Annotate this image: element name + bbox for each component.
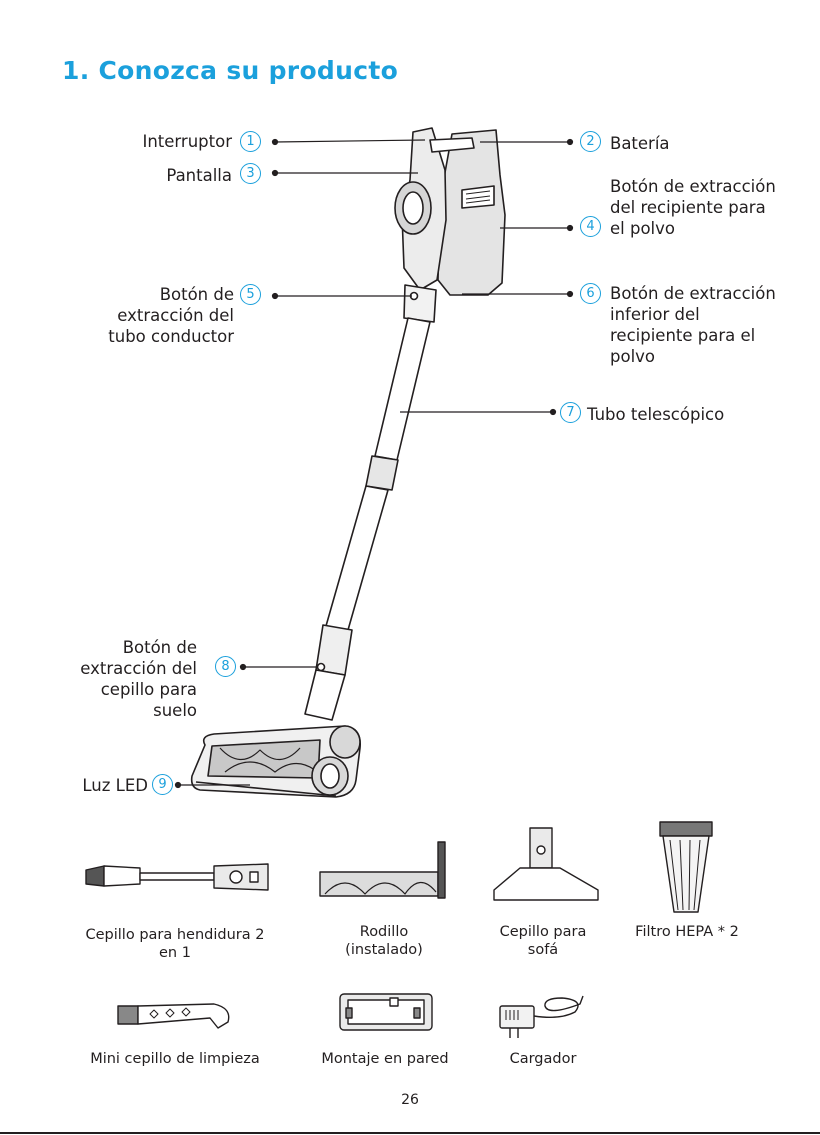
roller-image <box>319 841 446 899</box>
part-label-6: Botón de extracción inferior del recipie… <box>610 284 776 366</box>
part-label-4: Botón de extracción del recipiente para … <box>610 177 776 238</box>
accessory-label-hepa-filter: Filtro HEPA * 2 <box>635 924 739 940</box>
hepa-filter-image <box>659 821 713 913</box>
wall-mount-image <box>339 993 433 1031</box>
part-number-1: 1 <box>240 131 261 152</box>
sofa-brush-image <box>493 827 599 901</box>
section-title: 1. Conozca su producto <box>62 56 399 85</box>
part-label-2: Batería <box>610 134 670 153</box>
part-number-6: 6 <box>580 283 601 304</box>
crevice-tool-image <box>85 863 269 891</box>
part-number-7: 7 <box>560 402 581 423</box>
accessory-label-roller: Rodillo (instalado) <box>345 924 423 958</box>
accessory-label-crevice-brush: Cepillo para hendidura 2 en 1 <box>85 927 265 961</box>
part-label-8: Botón de extracción del cepillo para sue… <box>80 638 197 720</box>
accessory-label-sofa-brush: Cepillo para sofá <box>499 924 587 958</box>
part-label-9: Luz LED <box>82 776 148 795</box>
part-number-5: 5 <box>240 284 261 305</box>
part-label-5: Botón de extracción del tubo conductor <box>108 285 234 346</box>
part-number-3: 3 <box>240 163 261 184</box>
part-label-1: Interruptor <box>142 132 232 151</box>
accessory-label-wall-mount: Montaje en pared <box>321 1051 449 1067</box>
part-label-3: Pantalla <box>166 166 232 185</box>
mini-brush-image <box>117 1003 230 1029</box>
charger-image <box>499 995 584 1038</box>
part-number-9: 9 <box>152 774 173 795</box>
accessory-label-mini-brush: Mini cepillo de limpieza <box>90 1051 260 1067</box>
part-number-2: 2 <box>580 131 601 152</box>
page-number: 26 <box>401 1092 419 1108</box>
bottom-divider <box>0 1132 820 1134</box>
part-number-8: 8 <box>215 656 236 677</box>
part-number-4: 4 <box>580 216 601 237</box>
part-label-7: Tubo telescópico <box>587 405 725 424</box>
accessory-label-charger: Cargador <box>509 1051 577 1067</box>
